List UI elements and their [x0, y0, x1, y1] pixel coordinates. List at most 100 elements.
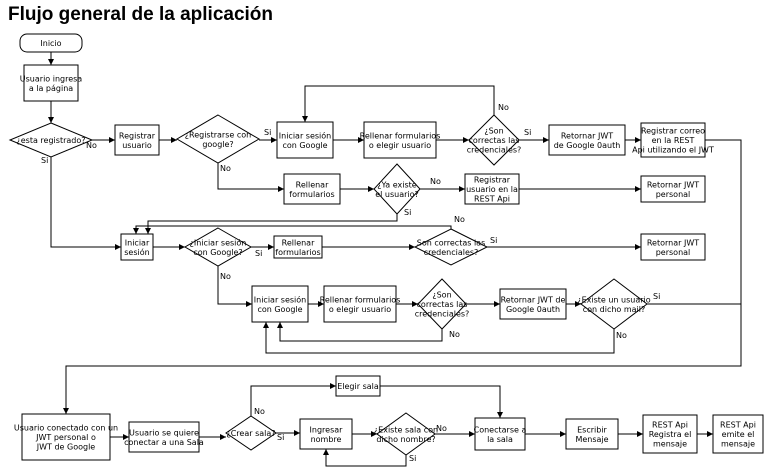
node-crear-sala: ¿Crear sala? [225, 415, 277, 451]
label-no: No [86, 141, 97, 150]
flow-connector [277, 322, 443, 342]
node-elegir-sala: Elegir sala [335, 375, 381, 397]
node-label: ¿Crear sala? [226, 429, 275, 438]
node-label: Elegir sala [337, 382, 379, 391]
label-yes: Si [653, 292, 660, 301]
label-no: No [449, 330, 460, 339]
flow-connector [302, 85, 495, 122]
label-no: No [430, 177, 441, 186]
node-label: Inicio [40, 39, 61, 48]
flow-connector [145, 214, 398, 234]
label-yes: Si [41, 156, 48, 165]
label-yes: Si [524, 128, 531, 137]
label-no: No [498, 103, 509, 112]
flow-connector [217, 266, 252, 307]
page-title: Flujo general de la aplicación [8, 4, 274, 25]
label-no: No [454, 215, 465, 224]
label-yes: Si [264, 128, 271, 137]
flow-connector [250, 383, 336, 416]
label-yes: Si [404, 208, 411, 217]
node-esta-registrado: ¿esta registrado? [8, 122, 94, 158]
label-no: No [616, 331, 627, 340]
label-no: No [220, 272, 231, 281]
flow-connector [50, 157, 121, 250]
label-no: No [220, 164, 231, 173]
label-no: No [436, 424, 447, 433]
label-yes: Si [255, 249, 262, 258]
flow-connector [323, 449, 407, 467]
flow-connector [380, 385, 503, 418]
node-label: ¿esta registrado? [17, 136, 86, 145]
label-yes: Si [409, 454, 416, 463]
node-inicio: Inicio [19, 33, 83, 53]
label-yes: Si [277, 433, 284, 442]
flow-connector [217, 163, 284, 192]
flow-connector [63, 139, 742, 414]
flow-connector [133, 225, 452, 234]
label-yes: Si [490, 236, 497, 245]
label-no: No [254, 407, 265, 416]
